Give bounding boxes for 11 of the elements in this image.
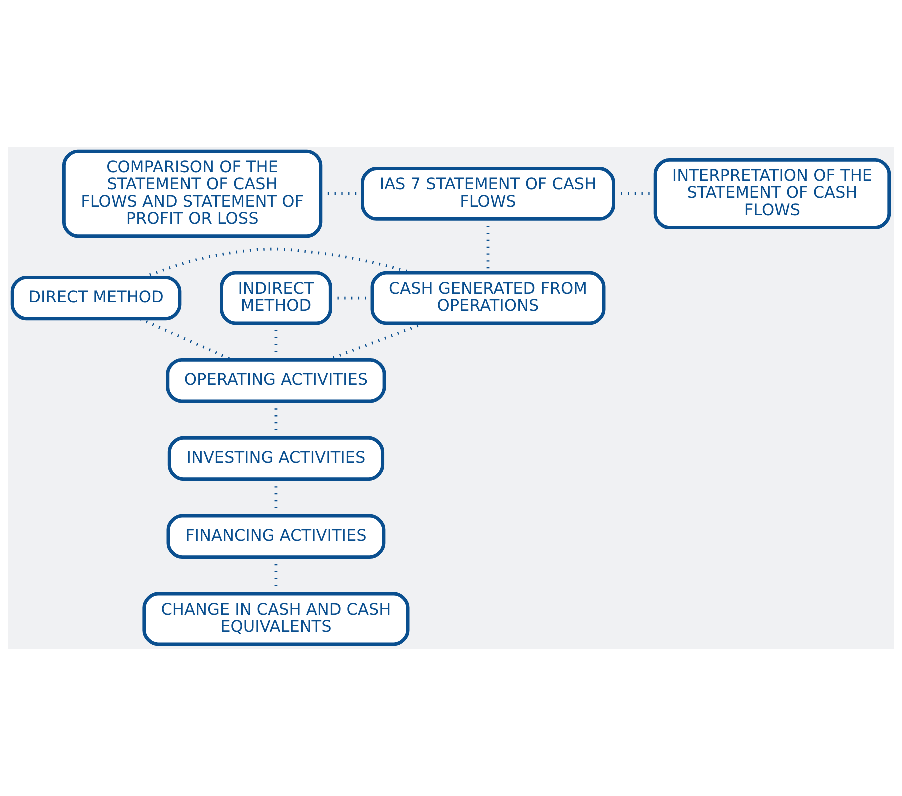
- node-box: OPERATING ACTIVITIES: [166, 358, 386, 404]
- node-box: INDIRECT METHOD: [220, 271, 332, 326]
- node-box: CASH GENERATED FROM OPERATIONS: [370, 271, 606, 326]
- connector: [140, 318, 233, 362]
- node-box: CHANGE IN CASH AND CASH EQUIVALENTS: [142, 592, 410, 646]
- node-box: FINANCING ACTIVITIES: [166, 514, 386, 560]
- node-box: INVESTING ACTIVITIES: [168, 436, 385, 482]
- node-box: COMPARISON OF THE STATEMENT OF CASH FLOWS AND STATEMENT OF PROFIT OR LOSS: [62, 150, 323, 238]
- node-box: INTERPRETATION OF THE STATEMENT OF CASH FLOWS: [654, 158, 892, 230]
- node-box: IAS 7 STATEMENT OF CASH FLOWS: [361, 167, 616, 221]
- node-box: DIRECT METHOD: [10, 276, 182, 321]
